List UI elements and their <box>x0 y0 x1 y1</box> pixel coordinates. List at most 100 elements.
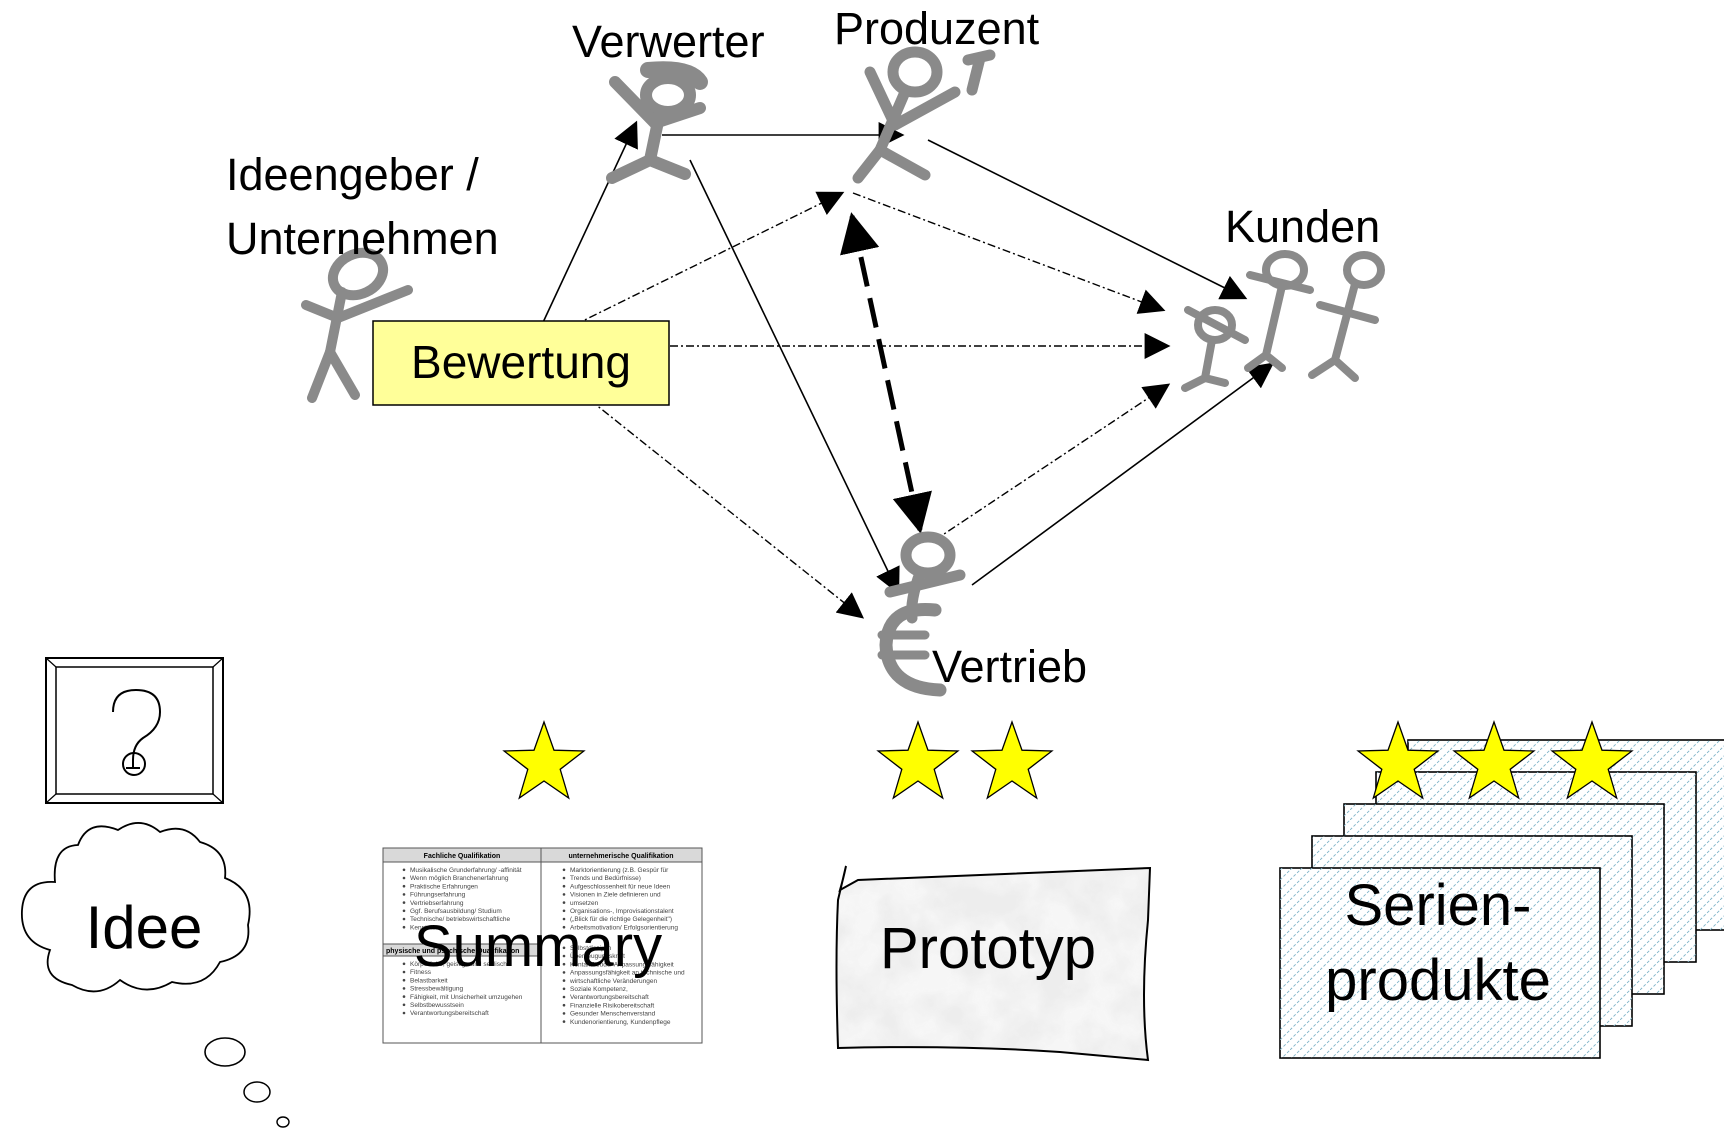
summary-list-item: Visionen in Ziele definieren und <box>570 892 661 899</box>
star-icon <box>1356 720 1440 800</box>
summary-list-item: Kontaktfreude/ Anpassungsfähigkeit <box>570 961 674 968</box>
summary-list-item: Technische/ betriebswirtschaftliche <box>410 916 510 923</box>
star-icon <box>876 720 960 800</box>
star-icon <box>1452 720 1536 800</box>
idee-label: Idee <box>86 894 203 961</box>
thought-cloud-icon <box>21 822 290 1128</box>
bullet-icon <box>402 876 406 880</box>
summary-list-item: Führungserfahrung <box>410 892 466 899</box>
bullet-icon <box>402 995 406 998</box>
summary-list-item: Wenn möglich Branchenerfahrung <box>410 875 509 882</box>
summary-list-item: („Blick für die richtige Gelegenheit") <box>570 916 672 923</box>
bullet-icon <box>402 901 406 904</box>
summary-list-item: Marktorientierung (z.B. Gespür für <box>570 867 669 874</box>
bullet-icon <box>402 970 406 974</box>
bullet-icon <box>562 901 566 904</box>
star-icon <box>1550 720 1634 800</box>
bullet-icon <box>402 1011 406 1015</box>
bullet-icon <box>562 1012 566 1015</box>
summary-list-item: Kenntnisse <box>410 924 443 931</box>
arrow-vertrieb-to-kunden <box>971 362 1275 586</box>
bullet-icon <box>402 884 406 888</box>
summary-list-item: Selbstdisziplin <box>570 945 612 952</box>
summary-col1-header: Fachliche Qualifikation <box>424 853 501 860</box>
arrow-produzent-to-kunden-dashed <box>852 192 1166 314</box>
summary-list-item: umsetzen <box>570 900 599 907</box>
arrow-bewertung-to-verwerter <box>531 120 638 347</box>
summary-label: Summary <box>414 914 662 979</box>
summary-list-item: Selbstbewusstsein <box>410 1002 464 1009</box>
summary-list-item: Anpassungsfähigkeit an technische und <box>570 970 685 977</box>
arrow-bewertung-to-vertrieb-dashed <box>589 399 865 619</box>
summary-col2-header: unternehmerische Qualifikation <box>568 853 673 860</box>
bullet-icon <box>402 925 406 929</box>
bullet-icon <box>562 1003 566 1007</box>
summary-list-item: Fähigkeit, mit Unsicherheit umzugehen <box>410 994 523 1001</box>
summary-list-item: Vertriebserfahrung <box>410 900 464 907</box>
summary-list-item: Kundenorientierung, Kundenpflege <box>570 1019 671 1026</box>
summary-list-item: Soziale Kompetenz, <box>570 986 628 993</box>
bullet-icon <box>562 971 566 974</box>
summary-list-item: Aufgeschlossenheit für neue Ideen <box>570 883 670 890</box>
kunden-figures-icon <box>1181 250 1385 392</box>
bullet-icon <box>562 954 566 958</box>
bullet-icon <box>562 876 566 880</box>
summary-list-item: Belastbarkeit <box>410 977 448 984</box>
kunden-label: Kunden <box>1225 201 1380 252</box>
arrow-verwerter-to-vertrieb <box>689 159 900 595</box>
vertrieb-label: Vertrieb <box>932 641 1087 692</box>
bullet-icon <box>562 946 566 950</box>
bullet-icon <box>402 868 406 872</box>
bullet-icon <box>562 962 566 966</box>
bullet-icon <box>402 893 406 896</box>
summary-list-item: Stressbewältigung <box>410 986 463 993</box>
summary-list-item: Verantwortungsbereitschaft <box>570 994 649 1001</box>
bullet-icon <box>402 917 406 921</box>
arrow-produzent-vertrieb-bidirectional <box>840 212 932 534</box>
bewertung-box <box>372 320 670 406</box>
rating-stars <box>502 720 1634 800</box>
prototype-marble-shape <box>835 865 1152 1062</box>
verwerter-figure-icon <box>606 61 708 184</box>
summary-list-item: Finanzielle Risikobereitschaft <box>570 1002 654 1009</box>
summary-list-item: Fitness <box>410 969 432 976</box>
vertrieb-figure-icon <box>877 531 966 697</box>
bullet-icon <box>562 884 566 888</box>
summary-list-item: Gesunder Menschenverstand <box>570 1011 656 1018</box>
bullet-icon <box>402 962 406 966</box>
summary-list-item: Organisations-, Improvisationstalent <box>570 908 674 915</box>
bullet-icon <box>402 978 406 982</box>
produzent-figure-icon <box>852 46 996 184</box>
bewertung-label: Bewertung <box>411 336 631 388</box>
question-frame-icon <box>45 657 224 804</box>
bullet-icon <box>562 995 566 999</box>
bullet-icon <box>562 868 566 872</box>
produzent-label: Produzent <box>834 3 1040 54</box>
bullet-icon <box>402 909 406 913</box>
bullet-icon <box>562 909 566 913</box>
verwerter-label: Verwerter <box>572 16 765 67</box>
bullet-icon <box>562 925 566 929</box>
ideengeber-label-line1: Ideengeber / <box>226 149 479 200</box>
arrow-vertrieb-to-kunden-dashed <box>934 383 1171 541</box>
summary-list-item: Arbeitsmotivation/ Erfolgsorientierung <box>570 924 678 931</box>
summary-list-item: Körperliche, geistige und seelische <box>410 961 511 968</box>
summary-list-item: Musikalische Grunderfahrung/ -affinität <box>410 867 522 874</box>
summary-list-item: Ggf. Berufsausbildung/ Studium <box>410 908 502 915</box>
star-icon <box>970 720 1054 800</box>
summary-list-item: Überzeugungskraft <box>570 952 625 960</box>
bullet-icon <box>562 987 566 991</box>
serienprodukte-stack <box>1279 739 1724 1059</box>
summary-list-item: Praktische Erfahrungen <box>410 883 478 890</box>
prototyp-label: Prototyp <box>880 916 1096 981</box>
serienprodukte-label-line1: Serien- <box>1345 873 1532 938</box>
bullet-icon <box>562 979 566 982</box>
ideengeber-label-line2: Unternehmen <box>226 213 499 264</box>
bullet-icon <box>402 987 406 990</box>
summary-list-item: Trends und Bedürfnisse) <box>570 875 641 882</box>
summary-document: Fachliche Qualifikation unternehmerische… <box>382 847 703 1044</box>
summary-list-item: Verantwortungsbereitschaft <box>410 1010 489 1017</box>
arrow-bewertung-to-produzent-dashed <box>531 191 845 347</box>
star-icon <box>502 720 586 800</box>
